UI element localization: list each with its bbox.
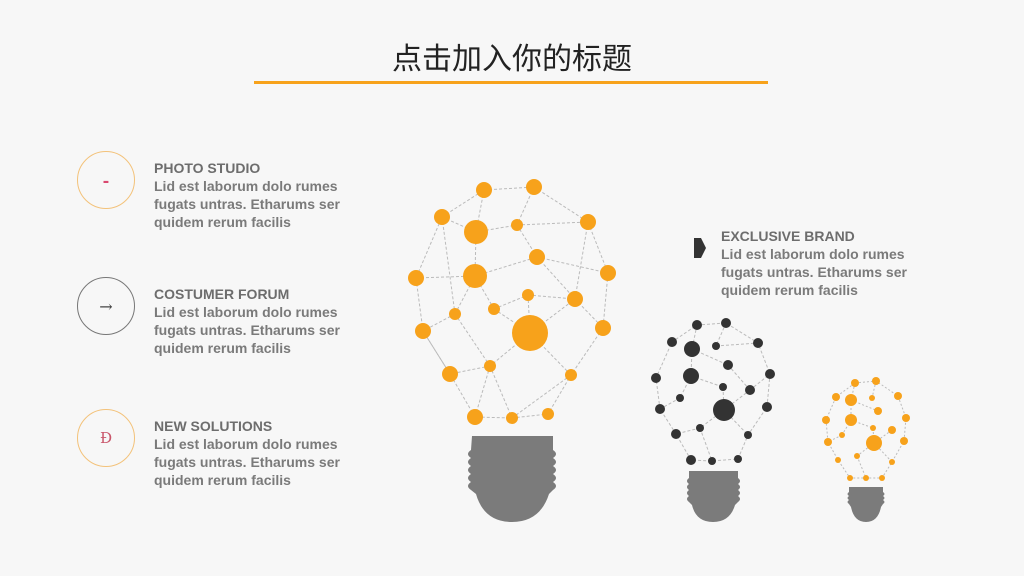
feature-heading: COSTUMER FORUM xyxy=(154,286,290,302)
feature-exclusive-brand: EXCLUSIVE BRAND Lid est laborum dolo rum… xyxy=(721,227,941,299)
arrow-icon: → xyxy=(77,277,135,335)
medium-bulb-base xyxy=(687,471,740,522)
feature-heading: NEW SOLUTIONS xyxy=(154,418,273,434)
solutions-icon: Đ xyxy=(77,409,135,467)
feature-body: Lid est laborum dolo rumes fugats untras… xyxy=(154,304,340,356)
tag-icon xyxy=(694,238,706,258)
feature-body: Lid est laborum dolo rumes fugats untras… xyxy=(154,178,340,230)
feature-body: Lid est laborum dolo rumes fugats untras… xyxy=(154,436,340,488)
page-title: 点击加入你的标题 xyxy=(392,42,632,77)
small-bulb-base xyxy=(847,487,885,522)
large-bulb-dots xyxy=(408,179,616,425)
feature-photo-studio: PHOTO STUDIO Lid est laborum dolo rumes … xyxy=(154,159,374,231)
feature-heading: EXCLUSIVE BRAND xyxy=(721,228,855,244)
feature-body: Lid est laborum dolo rumes fugats untras… xyxy=(721,246,907,298)
feature-costumer-forum: COSTUMER FORUM Lid est laborum dolo rume… xyxy=(154,285,374,357)
small-bulb-dots xyxy=(822,377,910,481)
large-bulb-base xyxy=(468,436,556,522)
feature-new-solutions: NEW SOLUTIONS Lid est laborum dolo rumes… xyxy=(154,417,374,489)
feature-heading: PHOTO STUDIO xyxy=(154,160,261,176)
photo-studio-icon: - xyxy=(77,151,135,209)
medium-bulb-dots xyxy=(651,318,775,465)
title-underline xyxy=(254,81,768,84)
